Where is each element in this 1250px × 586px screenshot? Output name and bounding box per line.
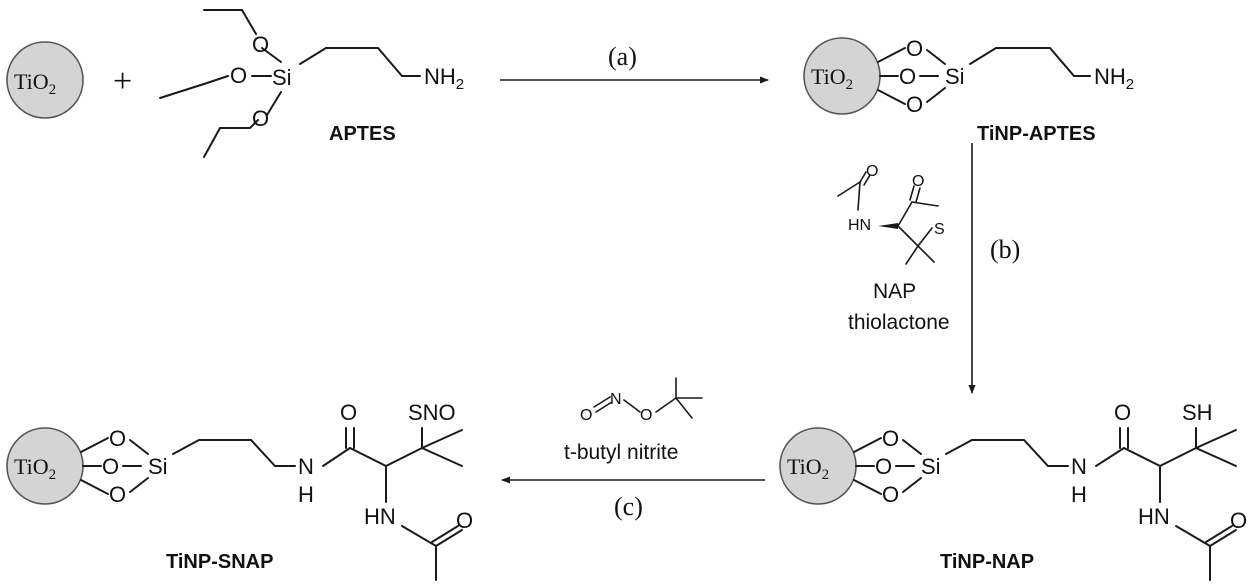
- aptes-silicon: Si: [272, 65, 292, 90]
- plus-sign: +: [113, 63, 132, 100]
- nap-lactone-oxygen: O: [912, 173, 924, 190]
- aptes-oxygen-top: O: [252, 32, 269, 57]
- tinp-nap-name: TiNP-NAP: [940, 551, 1034, 573]
- oxygen: O: [899, 64, 916, 89]
- tinp-aptes-structure: TiO2 O O O Si NH2: [803, 36, 1134, 117]
- aptes-structure: O O O Si NH2: [159, 9, 464, 158]
- acetyl-oxygen: O: [1230, 508, 1247, 533]
- tio2-nanoparticle-reactant: TiO2: [6, 41, 84, 119]
- amide-nitrogen: N: [298, 454, 314, 479]
- oxygen: O: [906, 36, 923, 61]
- oxygen: O: [109, 482, 126, 507]
- step-b-label: (b): [990, 235, 1020, 264]
- nap-sulfur: S: [934, 221, 945, 238]
- tio2-label: TiO2: [14, 454, 56, 483]
- carbonyl-oxygen: O: [1114, 400, 1131, 425]
- thiol-group: SH: [1182, 400, 1213, 425]
- amine: NH2: [1094, 64, 1134, 93]
- tinp-snap-structure: TiO2 O O O Si N H O SNO HN O: [6, 400, 473, 581]
- oxygen: O: [882, 482, 899, 507]
- reagent-nap-line1: NAP: [873, 280, 916, 303]
- reagent-nitrite: t-butyl nitrite: [564, 441, 678, 464]
- silicon: Si: [921, 454, 941, 479]
- oxygen: O: [882, 426, 899, 451]
- silicon: Si: [945, 64, 965, 89]
- nap-amide-nh: HN: [848, 217, 871, 234]
- nitrite-oxygen-double: O: [580, 407, 592, 424]
- aptes-oxygen-mid: O: [230, 63, 247, 88]
- tinp-nap-structure: TiO2 O O O Si N H O SH HN O: [779, 400, 1247, 581]
- oxygen: O: [109, 426, 126, 451]
- nitrite-oxygen-single: O: [640, 407, 652, 424]
- t-butyl-nitrite-structure: O N O: [580, 377, 703, 424]
- silicon: Si: [148, 454, 168, 479]
- amide-hydrogen: H: [298, 482, 314, 507]
- aptes-name: APTES: [329, 123, 396, 145]
- step-c-label: (c): [614, 492, 643, 521]
- tinp-snap-name: TiNP-SNAP: [166, 551, 273, 573]
- oxygen: O: [875, 454, 892, 479]
- acetamide-nh: HN: [364, 504, 396, 529]
- nitrite-nitrogen: N: [610, 391, 622, 408]
- tio2-label: TiO2: [787, 454, 829, 483]
- nap-carbonyl-oxygen: O: [866, 163, 878, 180]
- aptes-oxygen-bottom: O: [252, 106, 269, 131]
- tio2-label: TiO2: [811, 64, 853, 93]
- step-a-label: (a): [608, 42, 637, 71]
- carbonyl-oxygen: O: [340, 400, 357, 425]
- oxygen: O: [906, 92, 923, 117]
- acetyl-oxygen: O: [456, 508, 473, 533]
- amide-nitrogen: N: [1071, 454, 1087, 479]
- tinp-aptes-name: TiNP-APTES: [977, 123, 1096, 145]
- s-nitroso-group: SNO: [408, 400, 456, 425]
- acetamide-nh: HN: [1138, 504, 1170, 529]
- aptes-amine: NH2: [424, 64, 464, 93]
- reagent-nap-line2: thiolactone: [848, 311, 950, 334]
- nap-thiolactone-structure: O HN O S: [837, 163, 945, 265]
- oxygen: O: [102, 454, 119, 479]
- tio2-label: TiO2: [14, 69, 56, 98]
- amide-hydrogen: H: [1071, 482, 1087, 507]
